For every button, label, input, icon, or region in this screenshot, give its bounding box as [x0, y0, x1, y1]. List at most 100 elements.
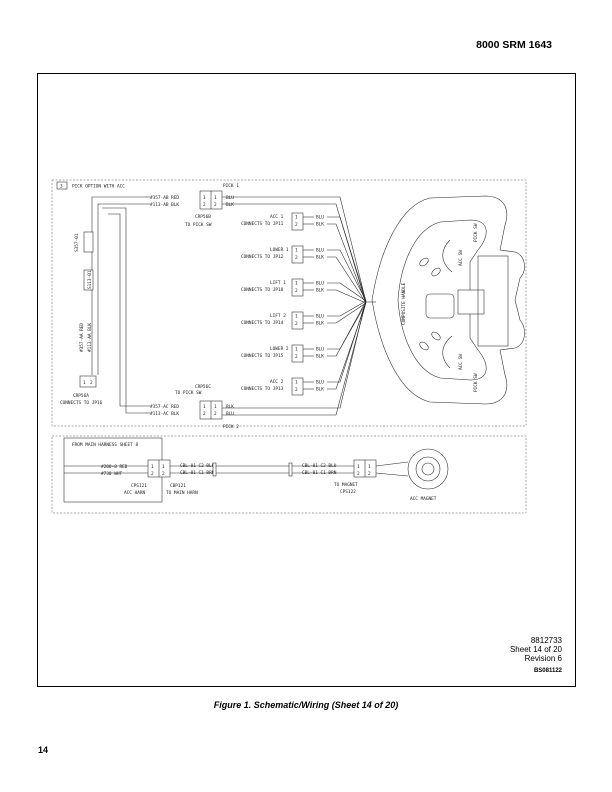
- switch-name-5: LOWER 2: [270, 346, 289, 352]
- switch-wire-blu: BLU: [316, 248, 324, 254]
- document-id: 8000 SRM 1643: [476, 39, 552, 51]
- switch-name-2: LOWER 1: [270, 247, 289, 253]
- crp56c-label: CRP56C: [195, 384, 211, 390]
- drawing-code: BS081122: [533, 668, 562, 674]
- handle-body: [477, 255, 509, 347]
- svg-text:1: 1: [214, 195, 217, 201]
- svg-text:1: 1: [203, 404, 206, 410]
- switch-conn-4: CONNECTS TO JP14: [241, 320, 284, 326]
- switch-connector-4: [291, 311, 304, 330]
- svg-text:2: 2: [162, 471, 165, 477]
- wire-357ab: #357-AB RED: [150, 195, 179, 201]
- acc-switch-top-icon: [419, 257, 429, 267]
- svg-text:BLK: BLK: [226, 404, 234, 410]
- svg-text:2: 2: [203, 202, 206, 208]
- pick1-label: PICK 1: [223, 183, 239, 189]
- switch-pin-2: 2: [295, 354, 298, 360]
- svg-text:2: 2: [368, 471, 371, 477]
- switch-wire-blk: BLK: [316, 387, 324, 393]
- switch-connector-1: [291, 212, 304, 231]
- wire-200-8: #200-8 RED: [101, 464, 128, 470]
- composite-handle-label: COMPOSITE HANDLE: [401, 282, 407, 325]
- switch-connector-3: [291, 278, 304, 297]
- switch-pin-1: 1: [295, 347, 298, 353]
- svg-text:1: 1: [214, 404, 217, 410]
- switch-wire-blk: BLK: [316, 222, 324, 228]
- cps121-desc: ACC HARN: [124, 490, 146, 496]
- cps121-label: CPS121: [131, 483, 147, 489]
- magnet-region: [51, 435, 527, 514]
- splice-113: [83, 269, 94, 291]
- switch-pin-2: 2: [295, 222, 298, 228]
- splice-357: [83, 231, 94, 253]
- switch-pin-1: 1: [295, 215, 298, 221]
- switch-name-3: LIFT 1: [270, 280, 286, 286]
- switch-conn-6: CONNECTS TO JP13: [241, 386, 284, 392]
- svg-text:2: 2: [90, 380, 93, 386]
- switch-wire-blk: BLK: [316, 354, 324, 360]
- option-label: PICK OPTION WITH ACC: [72, 184, 125, 190]
- pick-sw-bottom-label: PICK SW: [473, 373, 479, 392]
- switch-connector-2: [291, 245, 304, 264]
- crp56c-desc: TO PICK SW: [175, 390, 202, 396]
- pick-sw-top-label: PICK SW: [473, 223, 479, 242]
- wire-730: #730 WHT: [101, 471, 123, 477]
- switch-wire-blk: BLK: [316, 288, 324, 294]
- handle-center-block: [457, 289, 485, 315]
- wire-357ac: #357-AC RED: [150, 404, 179, 410]
- svg-text:2: 2: [151, 471, 154, 477]
- switch-pin-1: 1: [295, 314, 298, 320]
- acc-magnet-outer: [407, 448, 449, 490]
- handle-button: [425, 293, 455, 319]
- svg-text:1: 1: [203, 195, 206, 201]
- drawing-number: 8812733: [530, 636, 562, 645]
- switch-wire-blk: BLK: [316, 321, 324, 327]
- switch-conn-5: CONNECTS TO JP15: [241, 353, 284, 359]
- pick2-label: PICK 2: [223, 424, 239, 430]
- main-harness-label: FROM MAIN HARNESS SHEET 8: [72, 442, 138, 448]
- switch-connector-6: [291, 377, 304, 396]
- crp56a-label: CRP56A: [73, 393, 89, 399]
- cbp121-label: CBP121: [170, 483, 186, 489]
- switch-connector-5: [291, 344, 304, 363]
- svg-text:S113-01: S113-01: [87, 270, 93, 289]
- svg-text:#357-AA RED: #357-AA RED: [79, 323, 85, 352]
- svg-text:1: 1: [368, 464, 371, 470]
- figure-caption: Figure 1. Schematic/Wiring (Sheet 14 of …: [213, 700, 399, 710]
- option-tag: [56, 181, 68, 190]
- svg-text:1: 1: [162, 464, 165, 470]
- cbp121-desc: TO MAIN HARN: [166, 490, 198, 496]
- acc-sw-bottom-label: ACC SW: [458, 354, 464, 370]
- svg-text:BLK: BLK: [226, 202, 234, 208]
- switch-wire-blu: BLU: [316, 380, 324, 386]
- switch-conn-1: CONNECTS TO JP11: [241, 221, 284, 227]
- acc-switch-bottom-icon: [419, 341, 429, 351]
- switch-wire-blu: BLU: [316, 281, 324, 287]
- switch-name-6: ACC 2: [270, 379, 284, 385]
- svg-text:2: 2: [203, 411, 206, 417]
- sheet-number: Sheet 14 of 20: [509, 645, 562, 654]
- wire-113ab: #113-AB BLK: [150, 202, 179, 208]
- switch-pin-1: 1: [295, 380, 298, 386]
- wire-fan: [327, 216, 376, 390]
- svg-text:1: 1: [151, 464, 154, 470]
- crp56b-desc: TO PICK SW: [185, 222, 212, 228]
- switch-pin-2: 2: [295, 288, 298, 294]
- switch-wire-blu: BLU: [316, 215, 324, 221]
- crp56a-connector: [79, 375, 97, 388]
- svg-text:2: 2: [357, 471, 360, 477]
- svg-text:2: 2: [214, 411, 217, 417]
- switch-name-1: ACC 1: [270, 214, 284, 220]
- drawing-frame: [37, 73, 576, 687]
- revision: Revision 6: [524, 654, 562, 663]
- pick-option-region: [51, 179, 527, 427]
- cps122-desc: CPS122: [340, 489, 356, 495]
- cps122-label: TO MAGNET: [334, 482, 358, 488]
- svg-text:BLU: BLU: [226, 411, 234, 417]
- svg-text:1: 1: [357, 464, 360, 470]
- acc-magnet-label: ACC MAGNET: [410, 496, 437, 502]
- switch-pin-2: 2: [295, 321, 298, 327]
- crp56b-label: CRP56B: [195, 214, 211, 220]
